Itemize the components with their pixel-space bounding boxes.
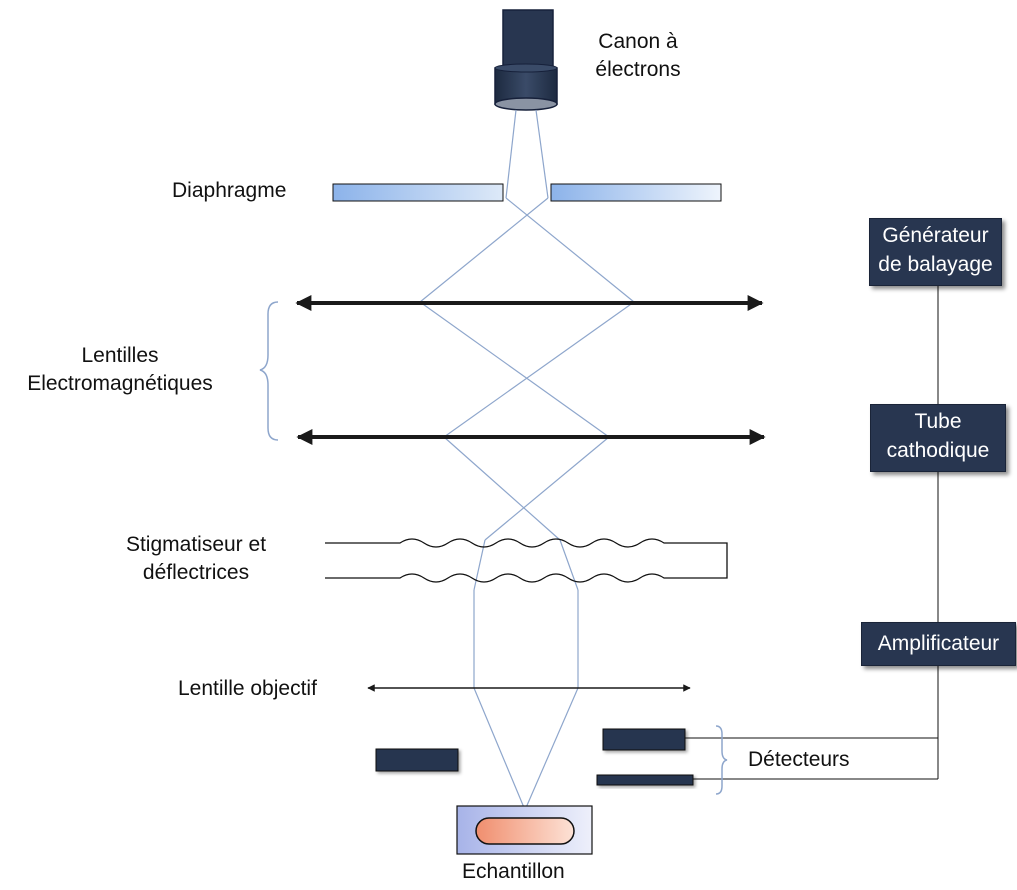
sample-holder — [456, 805, 593, 855]
electron-gun-label-line1: Canon à — [598, 30, 678, 53]
sample-label: Echantillon — [462, 860, 565, 883]
crt-line1: Tube — [914, 410, 962, 433]
detector-left — [375, 748, 459, 772]
amplifier-label: Amplificateur — [877, 632, 1000, 655]
scan-generator-line2: de balayage — [878, 253, 993, 276]
lenses-label-line2: Electromagnétiques — [27, 372, 213, 395]
stigmator-label: Stigmatiseur et déflectrices — [96, 531, 296, 587]
objective-lens-label: Lentille objectif — [178, 677, 317, 700]
scan-generator-box: Générateur de balayage — [869, 218, 1002, 286]
diaphragm-left-plate — [332, 183, 504, 202]
detector-wires — [685, 737, 938, 780]
lenses-label: Lentilles Electromagnétiques — [0, 342, 240, 398]
crt-line2: cathodique — [886, 439, 990, 462]
diaphragm-label: Diaphragme — [172, 179, 287, 202]
electron-beam — [419, 109, 635, 811]
electron-gun-label-line2: électrons — [595, 58, 681, 81]
electron-gun-label: Canon à électrons — [578, 28, 698, 84]
stigmator-deflectors — [325, 538, 728, 583]
detector-right-top — [602, 728, 686, 751]
stigmator-label-line2: déflectrices — [142, 561, 250, 584]
electron-gun — [494, 9, 558, 111]
detectors-brace — [715, 725, 728, 795]
detectors-label: Détecteurs — [748, 748, 850, 771]
diaphragm-right-plate — [550, 183, 722, 202]
amplifier-box: Amplificateur — [861, 622, 1016, 666]
lenses-label-line1: Lentilles — [81, 344, 159, 367]
crt-box: Tube cathodique — [870, 404, 1006, 472]
detector-right-bottom — [596, 774, 694, 786]
scan-generator-line1: Générateur — [882, 224, 989, 247]
lenses-brace — [259, 301, 279, 441]
stigmator-label-line1: Stigmatiseur et — [125, 533, 267, 556]
